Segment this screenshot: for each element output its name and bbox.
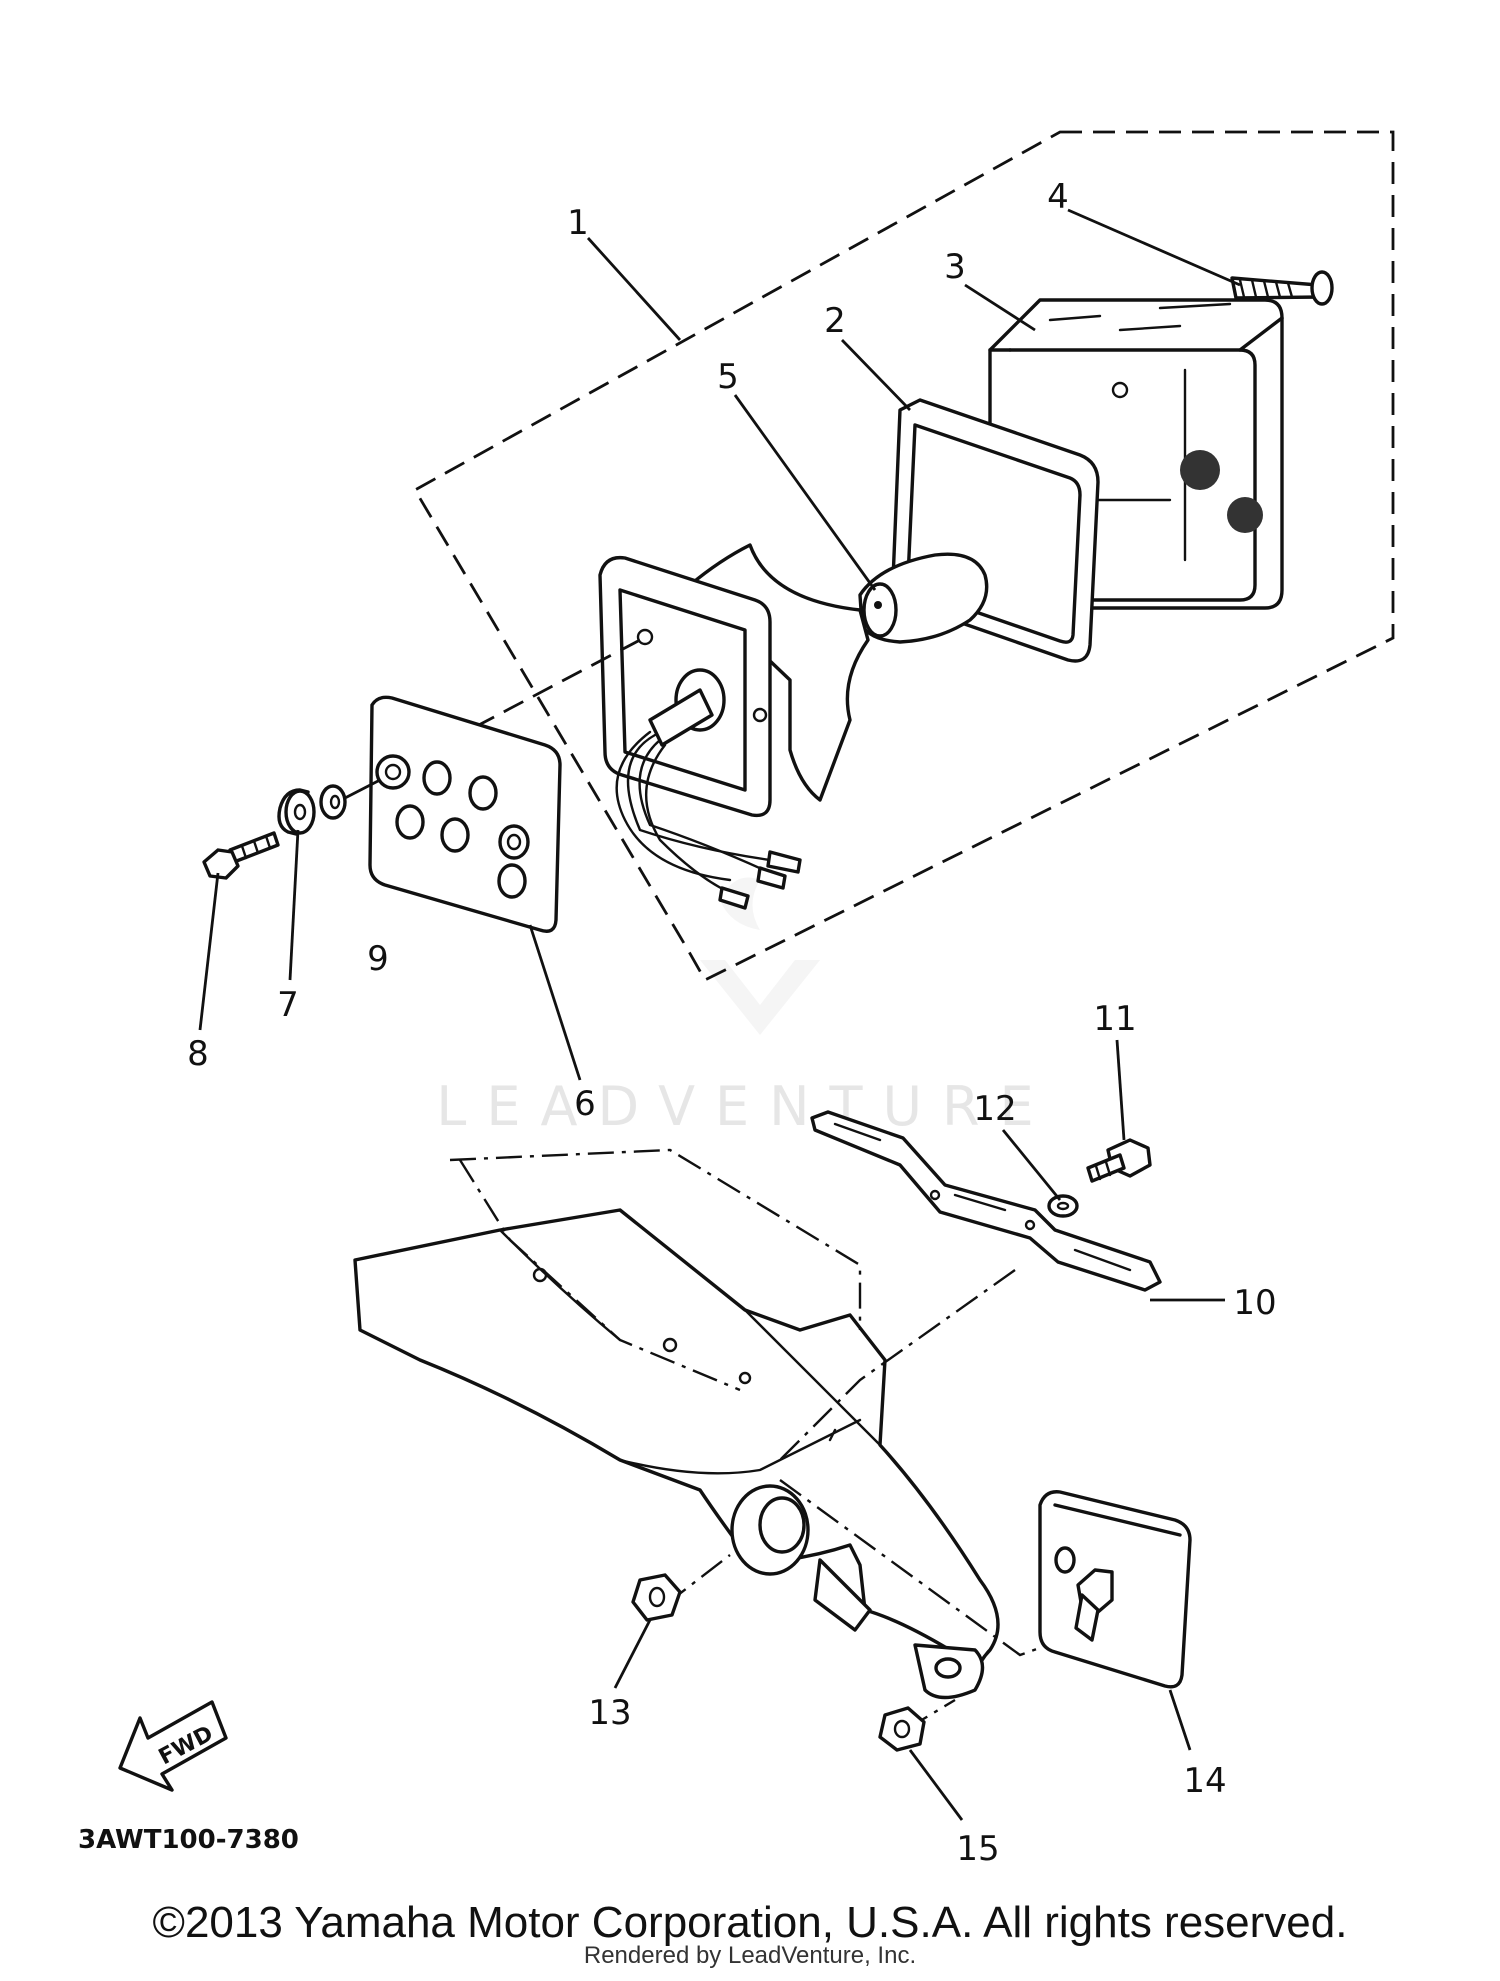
part-12-washer (1047, 1194, 1079, 1218)
rendered-by-notice: Rendered by LeadVenture, Inc. (583, 1942, 917, 1969)
leader-4 (1067, 208, 1241, 287)
part-7-collar (277, 788, 316, 836)
leader-11 (1115, 1039, 1126, 1141)
rear-fender (353, 1208, 1000, 1677)
leader-7 (288, 829, 300, 981)
leader-6 (528, 924, 582, 1081)
leader-8 (198, 872, 220, 1031)
callout-14: 14 (1183, 1761, 1226, 1801)
callout-9: 9 (367, 939, 389, 979)
leadventure-logo-icon (700, 877, 820, 1035)
callout-13: 13 (588, 1693, 631, 1733)
part-14-reflector (1038, 1490, 1192, 1689)
leader-2 (840, 339, 912, 411)
callout-15: 15 (956, 1829, 999, 1869)
leader-1 (586, 237, 682, 341)
callout-7: 7 (277, 985, 299, 1025)
callout-6: 6 (574, 1084, 596, 1124)
leader-3 (964, 283, 1036, 332)
callout-5: 5 (717, 357, 739, 397)
copyright-notice: ©2013 Yamaha Motor Corporation, U.S.A. A… (152, 1898, 1348, 1947)
part-11-bolt (1086, 1138, 1152, 1183)
assembly-boundary (413, 130, 1395, 982)
callout-1: 1 (567, 203, 589, 243)
taillight-base (598, 543, 870, 910)
leader-15 (908, 1749, 964, 1821)
part-15-nut (878, 1643, 985, 1752)
part-10-bracket (810, 1110, 1162, 1292)
watermark-text: LEADVENTURE (436, 1075, 1053, 1138)
leader-13 (613, 1619, 652, 1689)
callout-4: 4 (1047, 177, 1069, 217)
leader-14 (1168, 1689, 1192, 1751)
callout-3: 3 (944, 247, 966, 287)
leader-12 (1001, 1129, 1062, 1201)
leader-5 (733, 394, 877, 591)
callout-2: 2 (824, 301, 846, 341)
watermark: LEADVENTURE (436, 877, 1053, 1138)
callout-11: 11 (1093, 999, 1136, 1039)
callout-12: 12 (973, 1089, 1016, 1129)
guide-line-fender-top (449, 1148, 862, 1330)
callout-10: 10 (1233, 1283, 1276, 1323)
forward-direction-arrow: FWD (118, 1700, 228, 1792)
part-6-plate (368, 695, 562, 933)
part-8-bolt (202, 831, 280, 880)
guide-line-fender-right (779, 1269, 1016, 1461)
part-5-bulb (858, 552, 989, 644)
part-9-washer (319, 778, 381, 820)
guide-line-fender-left (458, 1159, 741, 1392)
callout-8: 8 (187, 1034, 209, 1074)
part-4-screw (1230, 270, 1334, 306)
diagram-part-code: 3AWT100-7380 (78, 1825, 299, 1855)
part-13-nut (631, 1573, 682, 1622)
